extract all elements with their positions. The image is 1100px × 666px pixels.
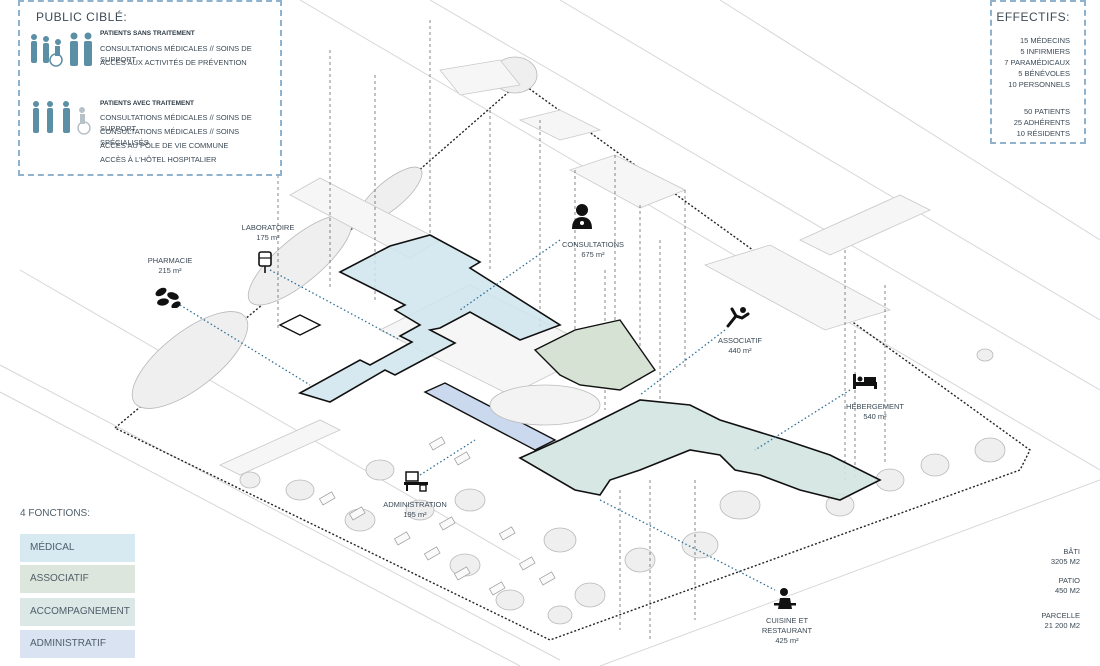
legend-medical: MÉDICAL [20, 534, 135, 562]
laboratoire-name: LABORATOIRE [241, 223, 295, 232]
staff-item: 5 INFIRMIERS [1020, 47, 1070, 56]
surface-bati: BÂTI 3205 M2 [1051, 547, 1080, 567]
public-cible-title: PUBLIC CIBLÉ: [36, 10, 128, 24]
legend-accompagnement: ACCOMPAGNEMENT [20, 598, 135, 626]
administration-name: ADMINISTRATION [383, 500, 447, 509]
chef-icon [774, 588, 796, 609]
surface-parcelle: PARCELLE 21 200 M2 [1041, 611, 1080, 631]
staff-item: 15 MÉDECINS [1019, 36, 1070, 45]
pharmacie-block [278, 314, 322, 336]
hebergement-wing [518, 399, 882, 501]
group-line: ACCÈS AUX ACTIVITÉS DE PRÉVENTION [100, 58, 247, 67]
group-line: CONSULTATIONS MÉDICALES // SOINS DE SUPP… [100, 113, 252, 133]
hebergement-area: 540 m² [863, 412, 887, 421]
medical-wing [297, 234, 562, 403]
surface-label: PATIO [1058, 576, 1080, 585]
staff-item: 5 BÉNÉVOLES [1018, 69, 1070, 78]
laboratoire-label: LABORATOIRE 175 m² [238, 223, 298, 243]
group-line: ACCÈS À L'HÔTEL HOSPITALIER [100, 155, 217, 164]
surface-patio: PATIO 450 M2 [1055, 576, 1080, 596]
associatif-name: ASSOCIATIF [717, 336, 763, 345]
patio [489, 384, 601, 426]
consultations-label: CONSULTATIONS 675 m² [558, 240, 628, 260]
administration-label: ADMINISTRATION 195 m² [380, 500, 450, 520]
staff-item: 10 PERSONNELS [1008, 80, 1070, 89]
people-list: 50 PATIENTS 25 ADHÉRENTS 10 RÉSIDENTS [1014, 106, 1070, 139]
surface-value: 3205 M2 [1050, 557, 1080, 566]
legend-administratif: ADMINISTRATIF [20, 630, 135, 658]
legend-associatif: ASSOCIATIF [20, 565, 135, 593]
people-item: 50 PATIENTS [1024, 107, 1070, 116]
group-line: ACCÈS AU PÔLE DE VIE COMMUNE [100, 141, 229, 150]
cuisine-label: CUISINE ET RESTAURANT 425 m² [750, 616, 824, 646]
bed-icon [853, 374, 877, 389]
surface-value: 21 200 M2 [1044, 621, 1080, 630]
laboratoire-area: 175 m² [256, 233, 280, 242]
doctor-icon [572, 204, 592, 229]
group-line: CONSULTATIONS MÉDICALES // SOINS DE SUPP… [100, 44, 252, 64]
patients-treatment-silhouettes-icon [33, 101, 91, 135]
pharmacie-label: PHARMACIE 215 m² [140, 256, 200, 276]
effectifs-title: EFFECTIFS: [996, 10, 1070, 24]
effectifs-panel: EFFECTIFS: 15 MÉDECINS 5 INFIRMIERS 7 PA… [990, 0, 1086, 144]
exercise-icon [726, 307, 750, 328]
connector-lines [179, 239, 851, 591]
hebergement-label: HÉBERGEMENT 540 m² [840, 402, 910, 422]
associatif-wing [533, 319, 657, 391]
parking-cars [318, 436, 556, 596]
people-item: 25 ADHÉRENTS [1013, 118, 1070, 127]
pharmacie-area: 215 m² [158, 266, 182, 275]
surface-value: 450 M2 [1054, 586, 1080, 595]
public-cible-panel: PUBLIC CIBLÉ: PATIENTS SANS TRAITEMENT C… [18, 0, 282, 176]
administration-area: 195 m² [403, 510, 427, 519]
pills-icon [155, 287, 181, 308]
cuisine-name-line2: RESTAURANT [761, 626, 813, 635]
iv-bag-icon [258, 251, 272, 273]
consultations-area: 675 m² [581, 250, 605, 259]
associatif-label: ASSOCIATIF 440 m² [710, 336, 770, 356]
staff-item: 7 PARAMÉDICAUX [1004, 58, 1070, 67]
group-heading-avec-traitement: PATIENTS AVEC TRAITEMENT [100, 100, 195, 107]
patients-silhouettes-icon [31, 32, 92, 67]
surface-label: PARCELLE [1041, 611, 1080, 620]
people-item: 10 RÉSIDENTS [1016, 129, 1070, 138]
staff-list: 15 MÉDECINS 5 INFIRMIERS 7 PARAMÉDICAUX … [1004, 35, 1070, 90]
surface-label: BÂTI [1063, 547, 1080, 556]
cuisine-name-line1: CUISINE ET [765, 616, 809, 625]
administrative-wing [423, 382, 557, 451]
cuisine-area: 425 m² [775, 636, 799, 645]
consultations-name: CONSULTATIONS [561, 240, 625, 249]
group-line: CONSULTATIONS MÉDICALES // SOINS SPÉCIAL… [100, 127, 240, 147]
fonctions-title: 4 FONCTIONS: [20, 508, 91, 519]
hebergement-name: HÉBERGEMENT [846, 402, 904, 411]
pharmacie-name: PHARMACIE [147, 256, 193, 265]
associatif-area: 440 m² [728, 346, 752, 355]
desk-icon [404, 471, 428, 492]
group-heading-sans-traitement: PATIENTS SANS TRAITEMENT [100, 30, 195, 37]
